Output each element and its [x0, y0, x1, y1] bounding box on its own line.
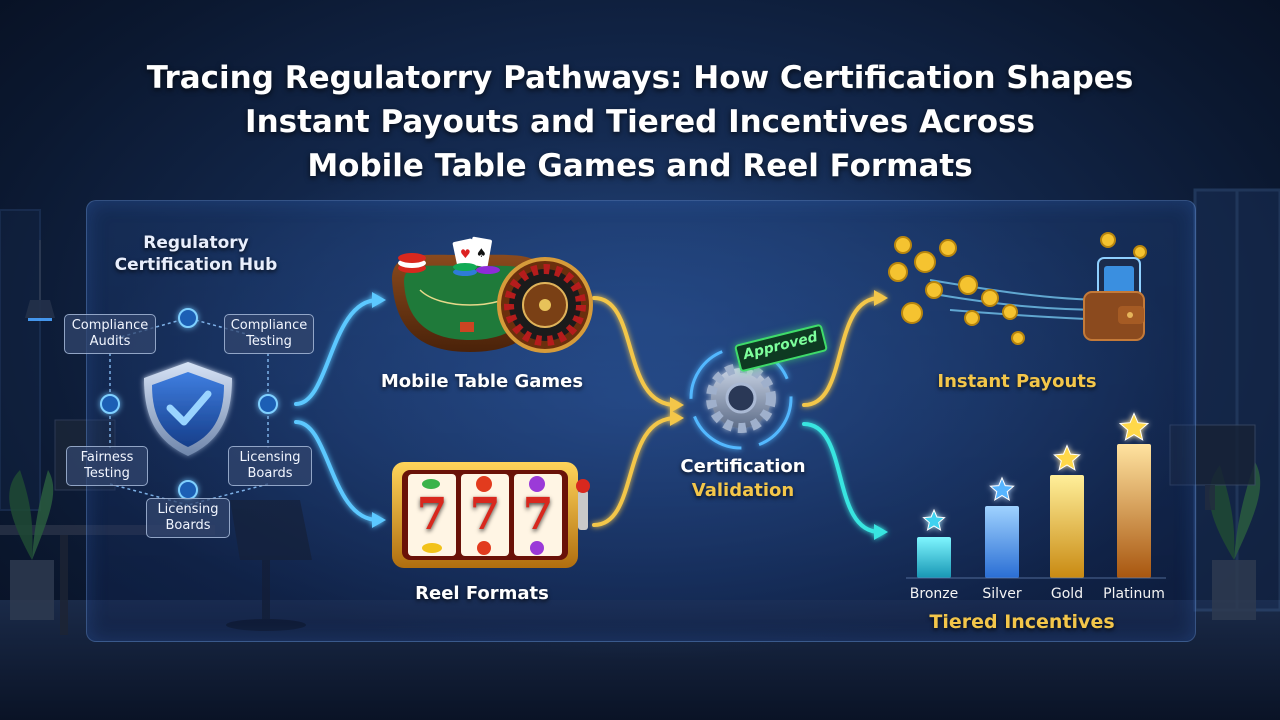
right-monitor: [1169, 424, 1256, 510]
label-validation: Validation: [691, 480, 795, 501]
label-certification: Certification: [680, 456, 806, 477]
tier-label-silver: Silver: [982, 586, 1022, 602]
title-line-2: Instant Payouts and Tiered Incentives Ac…: [245, 104, 1035, 140]
tier-label-bronze: Bronze: [909, 586, 959, 602]
label-tiered-incentives: Tiered Incentives: [929, 611, 1115, 633]
label-instant-payouts: Instant Payouts: [937, 371, 1097, 392]
hub-title: Regulatory Certification Hub: [96, 232, 296, 276]
label-reel-formats: Reel Formats: [415, 583, 549, 604]
page-title: Tracing Regulatorry Pathways: How Certif…: [0, 56, 1280, 188]
title-line-1: Tracing Regulatorry Pathways: How Certif…: [146, 60, 1134, 96]
left-plant: [9, 470, 54, 620]
tier-label-gold: Gold: [1050, 586, 1084, 602]
title-line-3: Mobile Table Games and Reel Formats: [307, 148, 973, 184]
reel-symbol-3: 7: [522, 489, 554, 540]
reel-symbol-2: 7: [469, 489, 501, 540]
right-plant: [1209, 462, 1261, 620]
hub-title-line-1: Regulatory: [143, 233, 249, 253]
tier-label-platinum: Platinum: [1103, 586, 1165, 602]
left-windows: [0, 209, 41, 511]
lamp: [25, 240, 55, 321]
hub-title-line-2: Certification Hub: [114, 255, 278, 275]
label-mobile-table-games: Mobile Table Games: [380, 371, 584, 392]
reel-symbol-1: 7: [416, 489, 448, 540]
